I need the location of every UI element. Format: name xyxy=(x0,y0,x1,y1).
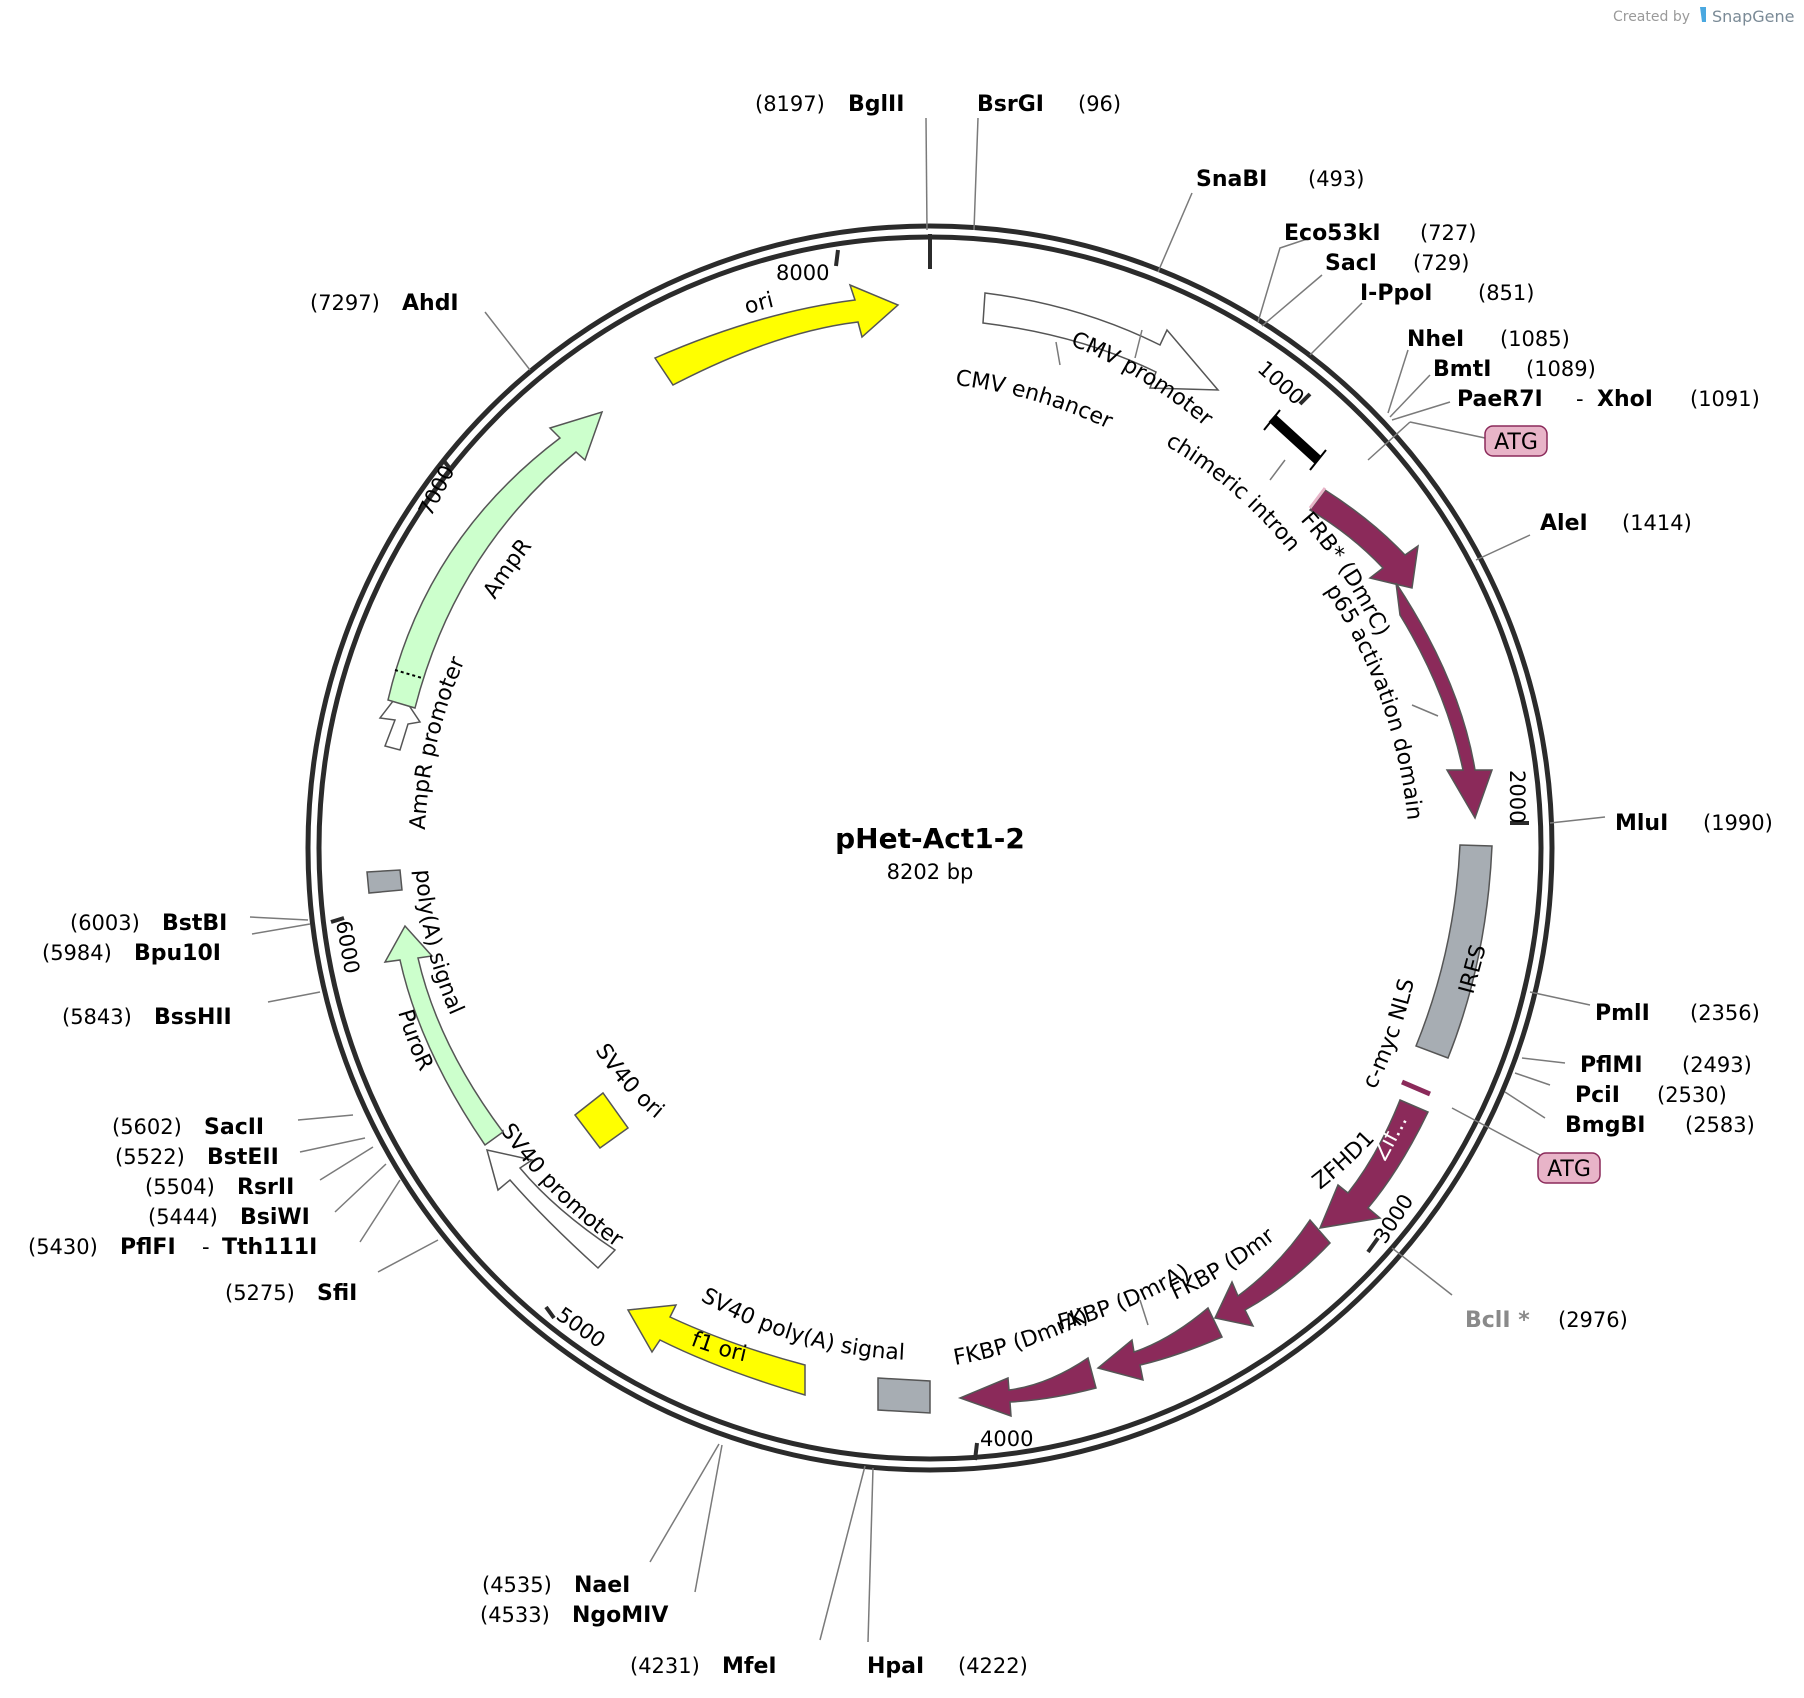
atg1-leader xyxy=(1367,421,1411,461)
feature-cmv-enhancer-label: CMV enhancer xyxy=(954,366,1117,435)
feature-frb-arrow[interactable] xyxy=(1308,488,1419,589)
enzyme-bmgbi[interactable]: BmgBI(2583) xyxy=(1565,1113,1755,1138)
enzyme-pflmi[interactable]: PflMI(2493) xyxy=(1580,1053,1752,1078)
tick-6000: 6000 xyxy=(331,919,364,976)
atg2-label: ATG xyxy=(1547,1157,1591,1182)
feature-zfhd1-arrow[interactable] xyxy=(1318,1099,1430,1229)
enzyme-pflfi-tth111i[interactable]: (5430)PflFI-Tth111I xyxy=(28,1235,317,1260)
feature-sv40-ori-box[interactable] xyxy=(573,1091,630,1150)
feature-f1ori-arrow[interactable] xyxy=(626,1304,806,1397)
cmv-promoter-leader xyxy=(1134,329,1143,359)
feature-fkbp3-arrow[interactable] xyxy=(957,1356,1097,1418)
feature-sv40-polya-box[interactable] xyxy=(877,1377,931,1414)
atg1-label: ATG xyxy=(1494,430,1538,455)
atg1-leader2 xyxy=(1409,421,1486,439)
p65-leader xyxy=(1411,704,1439,717)
feature-fkbp3-label: FKBP (DmrA) xyxy=(951,1304,1092,1371)
tick-2000: 2000 xyxy=(1505,770,1529,823)
enzyme-bsshii[interactable]: (5843)BssHII xyxy=(62,1005,232,1030)
enzyme-nhei[interactable]: NheI(1085) xyxy=(1407,327,1570,352)
enzyme-snabi[interactable]: SnaBI(493) xyxy=(1196,167,1364,192)
enzyme-ngomiv[interactable]: (4533)NgoMIV xyxy=(480,1603,668,1628)
feature-puror-arrow[interactable] xyxy=(383,924,505,1147)
feature-fkbp1-arrow[interactable] xyxy=(1213,1218,1332,1328)
snapgene-logo-icon xyxy=(1700,7,1706,22)
enzyme-alei[interactable]: AleI(1414) xyxy=(1540,511,1692,536)
frb-start-mark xyxy=(1308,487,1327,509)
feature-ires-box[interactable] xyxy=(1415,844,1493,1059)
enzyme-eco53ki[interactable]: Eco53kI(727) xyxy=(1284,221,1476,246)
credit-brand: SnapGene xyxy=(1712,7,1794,26)
enzyme-bcli[interactable]: BclI *(2976) xyxy=(1465,1308,1628,1333)
cmyc-mark xyxy=(1401,1079,1431,1097)
feature-chimeric-intron-label: chimeric intron xyxy=(1162,429,1305,557)
enzyme-bsrgi[interactable]: BsrGI(96) xyxy=(977,92,1121,117)
feature-fkbp2-arrow[interactable] xyxy=(1096,1306,1224,1382)
enzyme-bglii[interactable]: (8197)BglII xyxy=(755,92,904,117)
enzyme-bpu10i[interactable]: (5984)Bpu10I xyxy=(42,941,221,966)
atg2-leader xyxy=(1451,1107,1541,1156)
feature-cmyc-label: c-myc NLS xyxy=(1358,976,1420,1092)
feature-p65-arrow[interactable] xyxy=(1395,582,1494,820)
fkbp2-leader xyxy=(1139,1299,1149,1326)
enzyme-bsteii[interactable]: (5522)BstEII xyxy=(115,1145,279,1170)
enzyme-nael[interactable]: (4535)NaeI xyxy=(482,1573,630,1598)
enzyme-sfii[interactable]: (5275)SfiI xyxy=(225,1281,357,1306)
enzyme-bstbi[interactable]: (6003)BstBI xyxy=(70,911,227,936)
enzyme-pmli[interactable]: PmlI(2356) xyxy=(1595,1001,1760,1026)
feature-chimeric-intron-bar[interactable] xyxy=(1263,409,1327,471)
ampr-dotted-mark xyxy=(394,669,423,679)
feature-ori-label: ori xyxy=(742,288,777,320)
enzyme-hpai[interactable]: HpaI(4222) xyxy=(867,1654,1028,1679)
enzyme-bmti[interactable]: BmtI(1089) xyxy=(1433,357,1596,382)
enzyme-bsiwi[interactable]: (5444)BsiWI xyxy=(148,1205,310,1230)
enzyme-leaders xyxy=(249,117,1606,1643)
enzyme-saci[interactable]: SacI(729) xyxy=(1325,251,1469,276)
chimeric-intron-leader xyxy=(1269,459,1286,481)
plasmid-name: pHet-Act1-2 xyxy=(835,822,1025,855)
feature-ampr-arrow[interactable] xyxy=(387,410,604,709)
enzyme-pcii[interactable]: PciI(2530) xyxy=(1575,1083,1727,1108)
atg1-badge[interactable] xyxy=(1484,425,1548,457)
tick-8000: 8000 xyxy=(776,261,829,285)
enzyme-mlui[interactable]: MluI(1990) xyxy=(1615,811,1773,836)
credit-prefix: Created by xyxy=(1613,9,1690,25)
enzyme-ippoi[interactable]: I-PpoI(851) xyxy=(1360,281,1534,306)
enzyme-mfei[interactable]: (4231)MfeI xyxy=(630,1654,777,1679)
enzyme-paer7i-xhoi[interactable]: PaeR7I-XhoI(1091) xyxy=(1457,387,1760,412)
atg2-badge[interactable] xyxy=(1537,1152,1601,1184)
feature-polya-box[interactable] xyxy=(366,869,403,894)
cmv-enhancer-leader xyxy=(1055,341,1061,366)
scale-ticks xyxy=(330,234,1529,1461)
feature-ori-arrow[interactable] xyxy=(653,283,900,386)
feature-sv40-promoter-arrow[interactable] xyxy=(485,1148,617,1270)
feature-cmv-arrow[interactable] xyxy=(982,292,1220,391)
tick-5000: 5000 xyxy=(552,1302,610,1352)
enzyme-sacii[interactable]: (5602)SacII xyxy=(112,1115,264,1140)
enzyme-rsrii[interactable]: (5504)RsrII xyxy=(145,1175,294,1200)
plasmid-size: 8202 bp xyxy=(887,860,974,884)
enzyme-ahdi[interactable]: (7297)AhdI xyxy=(310,291,459,316)
tick-4000: 4000 xyxy=(980,1427,1033,1451)
